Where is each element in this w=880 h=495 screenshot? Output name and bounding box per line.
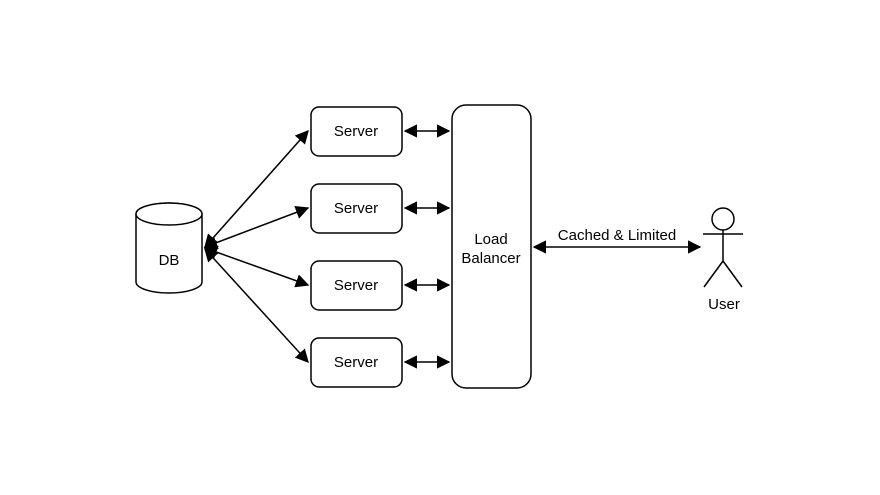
server-label: Server xyxy=(334,354,378,371)
edge-label-cached-limited: Cached & Limited xyxy=(558,227,676,244)
edge-group-db-servers xyxy=(203,129,310,363)
user-label: User xyxy=(708,296,740,313)
edge-db-server-2 xyxy=(203,205,310,250)
server-node-3: Server xyxy=(310,260,403,311)
server-label: Server xyxy=(334,277,378,294)
load-balancer-label-line2: Balancer xyxy=(461,250,520,267)
server-box xyxy=(310,337,403,388)
user-leg-left xyxy=(703,260,724,288)
user-leg-right xyxy=(722,260,743,288)
server-box xyxy=(310,106,403,157)
load-balancer-label-line1: Load xyxy=(474,231,507,248)
user-head xyxy=(711,207,735,231)
load-balancer-node: Load Balancer xyxy=(451,104,532,389)
server-label: Server xyxy=(334,123,378,140)
server-label: Server xyxy=(334,200,378,217)
server-box xyxy=(310,183,403,234)
server-node-4: Server xyxy=(310,337,403,388)
edge-group-servers-lb xyxy=(403,124,451,369)
server-node-2: Server xyxy=(310,183,403,234)
user-node: User xyxy=(703,207,743,313)
edge-db-server-1 xyxy=(204,129,309,249)
load-balancer-box xyxy=(451,104,532,389)
server-node-1: Server xyxy=(310,106,403,157)
edge-group-lb-user: Cached & Limited xyxy=(532,227,702,254)
db-cylinder-top xyxy=(135,202,203,226)
db-node: DB xyxy=(135,202,203,294)
edge-db-server-4 xyxy=(204,248,309,363)
server-box xyxy=(310,260,403,311)
db-label: DB xyxy=(159,252,180,269)
